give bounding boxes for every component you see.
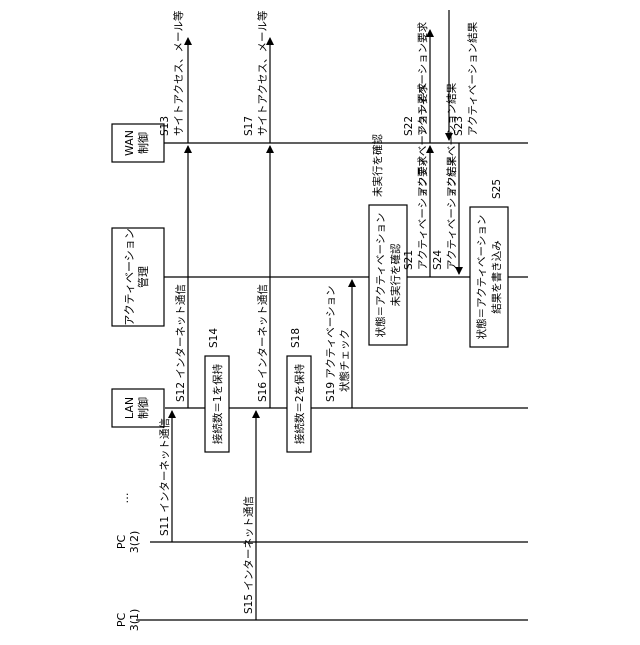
label-s16: S16 インターネット通信 xyxy=(257,284,269,402)
label-s21-desc: アクティベーション要求 xyxy=(417,155,429,270)
label-s13-desc: サイトアクセス、メール等 xyxy=(172,10,185,136)
label-s14: S14 xyxy=(208,328,220,348)
box-s20-line2: 未実行を確認 xyxy=(389,243,402,306)
entity-lan-line2: 制御 xyxy=(136,397,150,419)
entity-pc31: PC 3(1) xyxy=(115,609,141,632)
label-s12: S12 インターネット通信 xyxy=(175,284,187,402)
entity-pc31-line2: 3(1) xyxy=(128,609,141,632)
box-s25: 状態＝アクティベーション 結果を書き込み xyxy=(470,207,508,347)
entity-wan: WAN 制御 xyxy=(112,124,164,162)
label-s19-line1: S19 アクティベーション xyxy=(325,286,337,403)
label-s20-id: 未実行を確認 xyxy=(371,134,384,197)
label-s11: S11 インターネット通信 xyxy=(159,418,171,536)
label-s24-result: アクティベーション結果 xyxy=(445,82,458,197)
label-s18: S18 xyxy=(290,328,302,348)
entity-act-line2: 管理 xyxy=(136,266,150,288)
box-s20-line1: 状態＝アクティベーション xyxy=(374,213,387,338)
entity-lan: LAN 制御 xyxy=(112,389,164,427)
label-s19-line2: 状態チェック xyxy=(338,329,351,392)
box-s20: 状態＝アクティベーション 未実行を確認 xyxy=(369,205,407,345)
box-s18: 接続数＝2を保持 xyxy=(287,356,311,452)
step-labels: S11 インターネット通信 S12 インターネット通信 S13 サイトアクセス、… xyxy=(159,10,503,614)
entity-wan-line2: 制御 xyxy=(136,132,150,154)
label-s21-id: S21 xyxy=(403,250,415,270)
label-s15: S15 インターネット通信 xyxy=(243,496,255,614)
label-s24-id: S24 xyxy=(432,250,444,270)
box-s14: 接続数＝1を保持 xyxy=(205,356,229,452)
entity-dots: … xyxy=(118,493,131,504)
box-s18-text: 接続数＝2を保持 xyxy=(293,363,306,444)
entity-wan-line1: WAN xyxy=(123,130,136,156)
box-s14-text: 接続数＝1を保持 xyxy=(211,363,224,444)
label-s17-id: S17 xyxy=(243,116,255,136)
entity-pc31-line1: PC xyxy=(115,613,128,628)
label-s17-desc: サイトアクセス、メール等 xyxy=(256,10,269,136)
entity-act-line1: アクティベーション xyxy=(123,228,136,326)
messages xyxy=(172,10,459,620)
label-s22-desc: アクティベーション要求 xyxy=(417,21,429,136)
entity-pc32-line2: 3(2) xyxy=(128,531,141,554)
label-s25: S25 xyxy=(491,179,503,199)
label-s13-id: S13 xyxy=(159,116,171,136)
box-s25-line2: 結果を書き込み xyxy=(490,240,503,314)
label-s23-desc: アクティベーション結果 xyxy=(466,21,479,136)
entity-pc32-line1: PC xyxy=(115,535,128,550)
box-s25-line1: 状態＝アクティベーション xyxy=(475,215,488,340)
label-s22-id: S22 xyxy=(403,116,415,136)
entity-act: アクティベーション 管理 xyxy=(112,228,164,326)
entity-lan-line1: LAN xyxy=(123,397,136,419)
entity-pc32: PC 3(2) xyxy=(115,531,141,554)
